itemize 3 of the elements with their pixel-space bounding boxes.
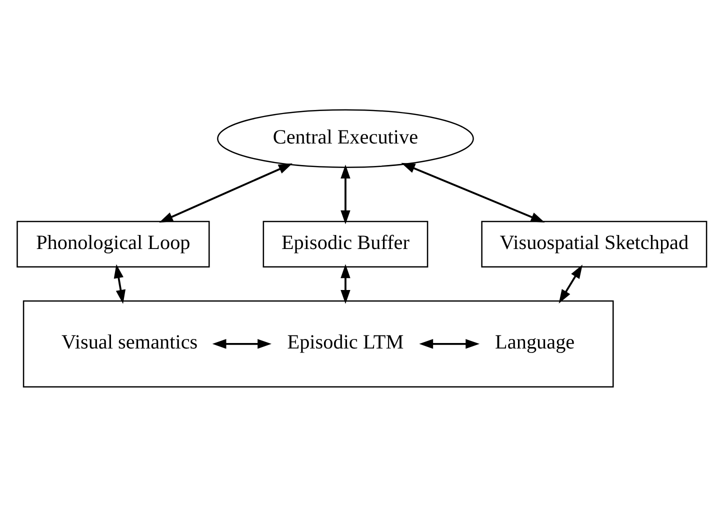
node-text: Language bbox=[495, 331, 575, 354]
node-text: Visual semantics bbox=[62, 331, 198, 354]
node-text: Episodic LTM bbox=[287, 331, 404, 354]
